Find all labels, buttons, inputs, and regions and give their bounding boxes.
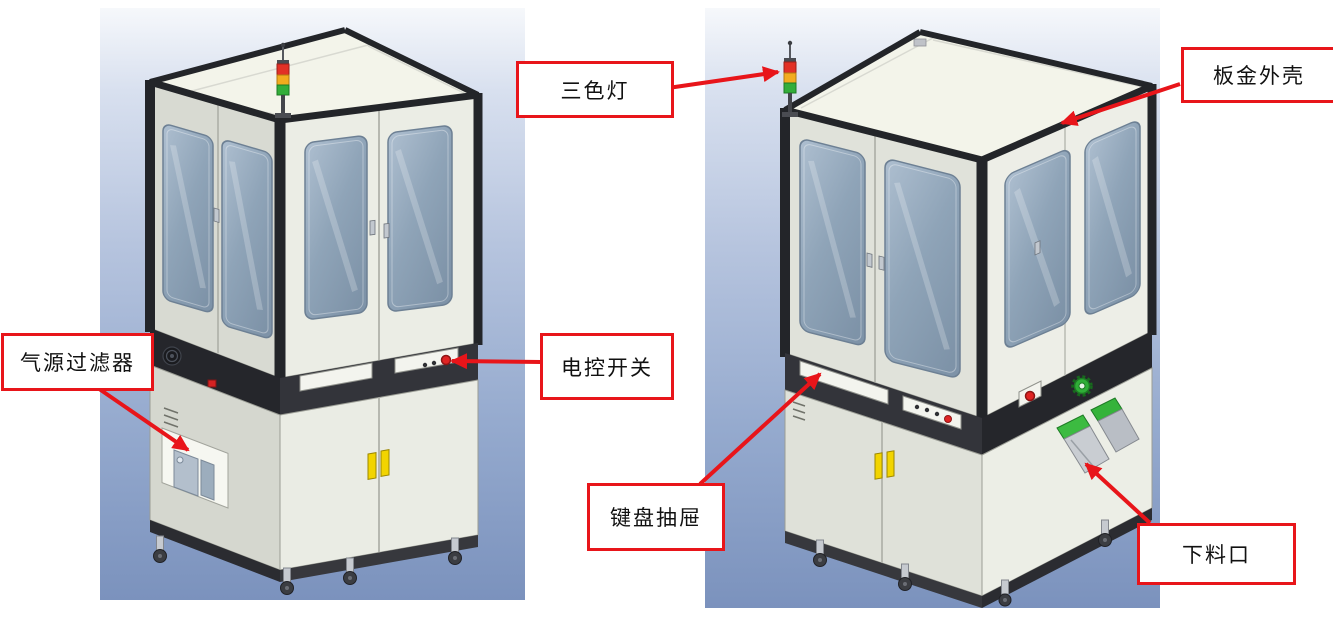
lower-cabinet xyxy=(784,367,1153,597)
tricolor-light-tower xyxy=(782,40,798,117)
front-door-handle xyxy=(383,222,390,239)
machine-view-left xyxy=(100,8,525,600)
machine-left-frame xyxy=(145,27,483,380)
callout-label: 电控开关 xyxy=(561,355,653,380)
machine-right-illustration xyxy=(780,29,1157,608)
discharge-chutes xyxy=(1056,397,1140,474)
callout-sheet-metal-shell: 板金外壳 xyxy=(1181,47,1333,103)
side-door-windows xyxy=(162,101,273,354)
cabinet-handle xyxy=(367,452,377,480)
callout-keyboard-drawer: 键盘抽屉 xyxy=(587,483,725,551)
front-door-handle xyxy=(866,252,873,268)
callout-label: 气源过滤器 xyxy=(20,351,135,375)
callout-label: 板金外壳 xyxy=(1213,64,1305,88)
machine-view-right xyxy=(705,8,1160,608)
control-band xyxy=(785,331,1152,455)
indicator-light xyxy=(207,379,217,388)
control-button xyxy=(914,404,920,410)
front-door-handle xyxy=(878,255,885,271)
callout-tricolor-light: 三色灯 xyxy=(516,61,674,118)
control-band xyxy=(150,328,478,415)
callout-label: 下料口 xyxy=(1182,543,1251,567)
emergency-stop-button xyxy=(440,354,452,366)
machine-left-illustration xyxy=(145,27,483,595)
front-door-windows xyxy=(799,132,961,387)
green-handwheel xyxy=(1071,375,1093,397)
machine-base xyxy=(150,520,478,582)
front-door-windows xyxy=(304,107,453,366)
cabinet-handle xyxy=(886,450,895,478)
caster-feet xyxy=(813,519,1112,607)
side-door-handle xyxy=(213,207,220,223)
front-drawer-strip xyxy=(299,362,373,392)
control-button xyxy=(924,407,930,413)
control-button xyxy=(431,360,437,366)
tricolor-light-tower xyxy=(275,42,291,118)
front-door-handle xyxy=(369,219,376,236)
callout-electric-switch: 电控开关 xyxy=(540,333,674,400)
side-door-handle xyxy=(1034,240,1041,256)
callout-label: 键盘抽屉 xyxy=(610,506,702,530)
callout-discharge-outlet: 下料口 xyxy=(1137,523,1296,585)
callout-label: 三色灯 xyxy=(560,78,630,103)
cabinet-handle xyxy=(874,452,883,480)
keyboard-drawer-front xyxy=(799,360,889,405)
caster-feet xyxy=(153,535,462,595)
control-button xyxy=(944,415,952,423)
side-door-windows xyxy=(1004,121,1141,381)
callout-air-filter: 气源过滤器 xyxy=(1,333,154,391)
control-button xyxy=(422,362,428,368)
control-button xyxy=(934,411,940,417)
fan-grille xyxy=(162,346,182,366)
emergency-stop-button xyxy=(1024,390,1036,402)
cabinet-handle xyxy=(380,449,390,477)
machine-base xyxy=(785,508,1152,608)
